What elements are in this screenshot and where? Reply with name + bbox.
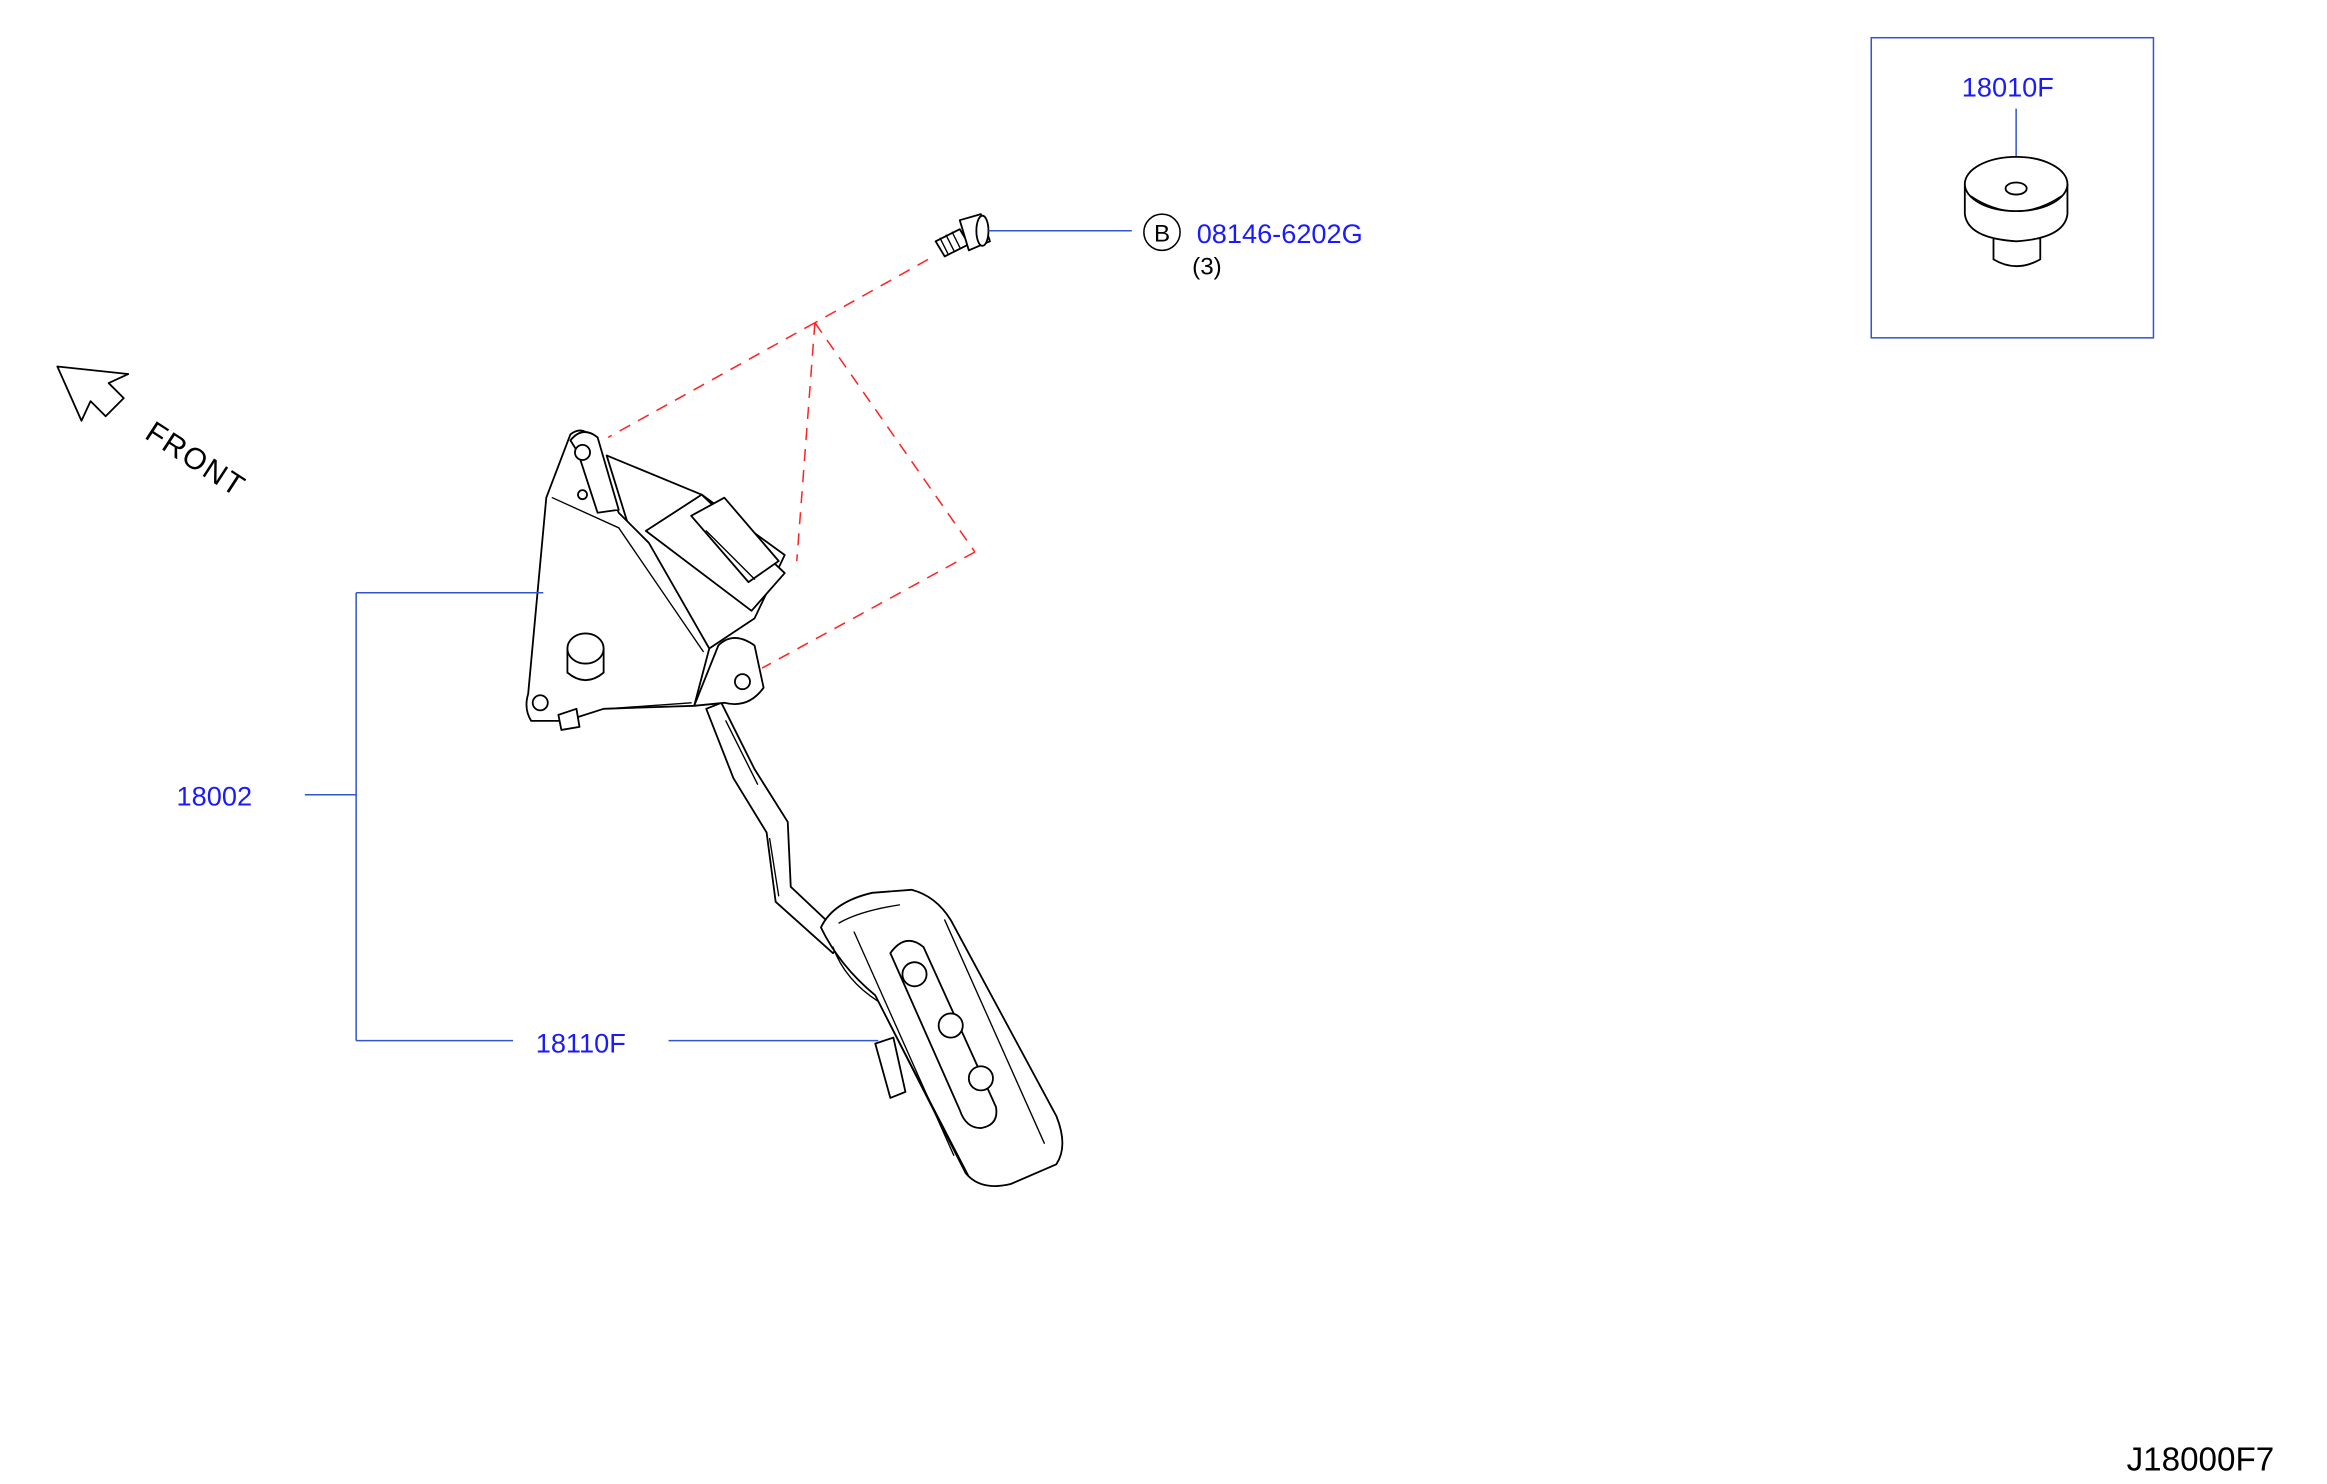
diagram-reference-code: J18000F7 (2127, 1441, 2275, 1478)
bolt-part-number[interactable]: 08146-6202G (1197, 218, 1363, 249)
assembly-leader-lines (304, 591, 879, 1042)
stopper-inset-box (1870, 36, 2155, 339)
ref-b-circle (1143, 213, 1181, 252)
pedal-assembly-part-number[interactable]: 18002 (177, 780, 253, 811)
stopper-part-number[interactable]: 18010F (1962, 72, 2054, 103)
mounting-guide-lines (607, 258, 976, 669)
front-arrow-icon (56, 365, 130, 422)
front-label: FRONT (140, 416, 251, 504)
accelerator-pedal-assembly (525, 429, 1064, 1187)
bolt-icon (934, 213, 991, 258)
ref-b-letter: B (1154, 220, 1170, 247)
stopper-icon (1963, 155, 2069, 268)
pedal-arm-part-number[interactable]: 18110F (536, 1028, 626, 1059)
bolt-quantity: (3) (1192, 253, 1222, 280)
